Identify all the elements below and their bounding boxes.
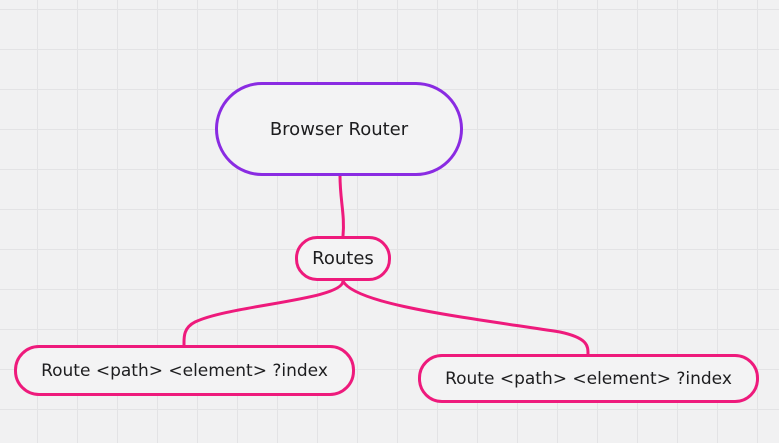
route-right-label: Route <path> <element> ?index: [445, 368, 732, 389]
browser-router-label: Browser Router: [269, 118, 409, 140]
routes-node[interactable]: Routes: [295, 236, 391, 281]
connector-routes-to-route-left: [182, 279, 345, 347]
browser-router-node[interactable]: Browser Router: [215, 82, 463, 176]
routes-label: Routes: [312, 248, 374, 269]
route-left-label: Route <path> <element> ?index: [41, 360, 328, 381]
connector-browser-to-routes: [338, 174, 345, 238]
connector-routes-to-route-right: [341, 279, 590, 356]
route-node-left[interactable]: Route <path> <element> ?index: [14, 345, 355, 396]
route-node-right[interactable]: Route <path> <element> ?index: [418, 354, 759, 403]
